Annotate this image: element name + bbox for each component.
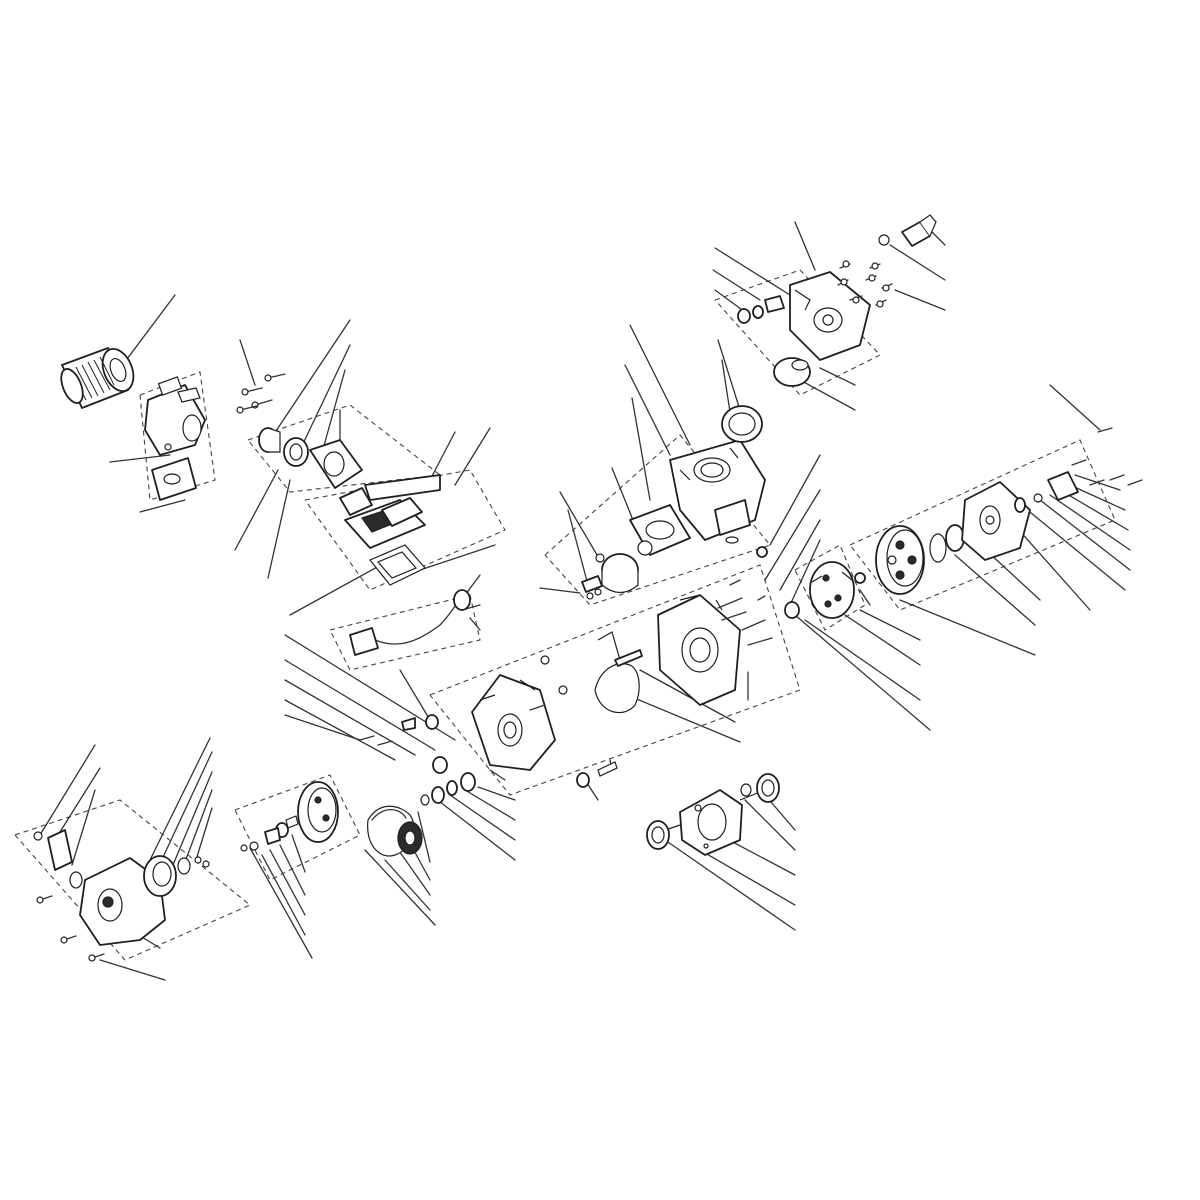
group-carburetor [139, 371, 216, 501]
piston-pin [581, 575, 603, 600]
bearing-stack [420, 772, 476, 806]
flywheel-rings [929, 524, 965, 563]
cylinder [669, 439, 766, 541]
crank-bearing-right [740, 773, 780, 803]
assembly-group-outlines [14, 269, 1116, 961]
crank-bearing-left [646, 820, 709, 850]
group-clutch [234, 774, 361, 881]
crankcase-dowels [540, 649, 643, 695]
crankcase-right-half [657, 594, 741, 706]
starter-pulley [143, 855, 191, 897]
crankcase-bolts [359, 579, 773, 746]
crankshaft [659, 789, 761, 856]
stator-plate [784, 561, 866, 619]
cylinder-nut [725, 536, 768, 558]
sprocket [397, 821, 423, 855]
clutch-small-parts [240, 815, 299, 852]
crankcase-left-half [471, 674, 556, 771]
group-ignition-lead [329, 594, 481, 671]
crankcase-seals [401, 714, 618, 788]
flywheel [875, 525, 925, 595]
screws-group-left [236, 373, 286, 414]
group-crankcase [429, 564, 801, 796]
right-end-hub [1014, 427, 1143, 513]
crankcase-gasket [594, 631, 640, 714]
fan-cover [961, 481, 1031, 561]
group-cylinder [544, 434, 771, 606]
head-gasket [721, 405, 763, 443]
starter-handle [33, 829, 83, 889]
carburetor [144, 376, 206, 501]
head-seals [737, 295, 785, 324]
air-filter [60, 347, 135, 409]
ignition-lead [349, 589, 471, 656]
cylinder-head [789, 271, 871, 361]
reed-valve [344, 497, 426, 586]
piston [595, 540, 653, 594]
spark-plug [878, 214, 937, 247]
starter-bolts [36, 856, 210, 962]
head-bolts [837, 260, 893, 308]
intake-manifold [258, 427, 441, 516]
head-cover-dome [773, 357, 811, 387]
clutch-drum [297, 781, 339, 843]
